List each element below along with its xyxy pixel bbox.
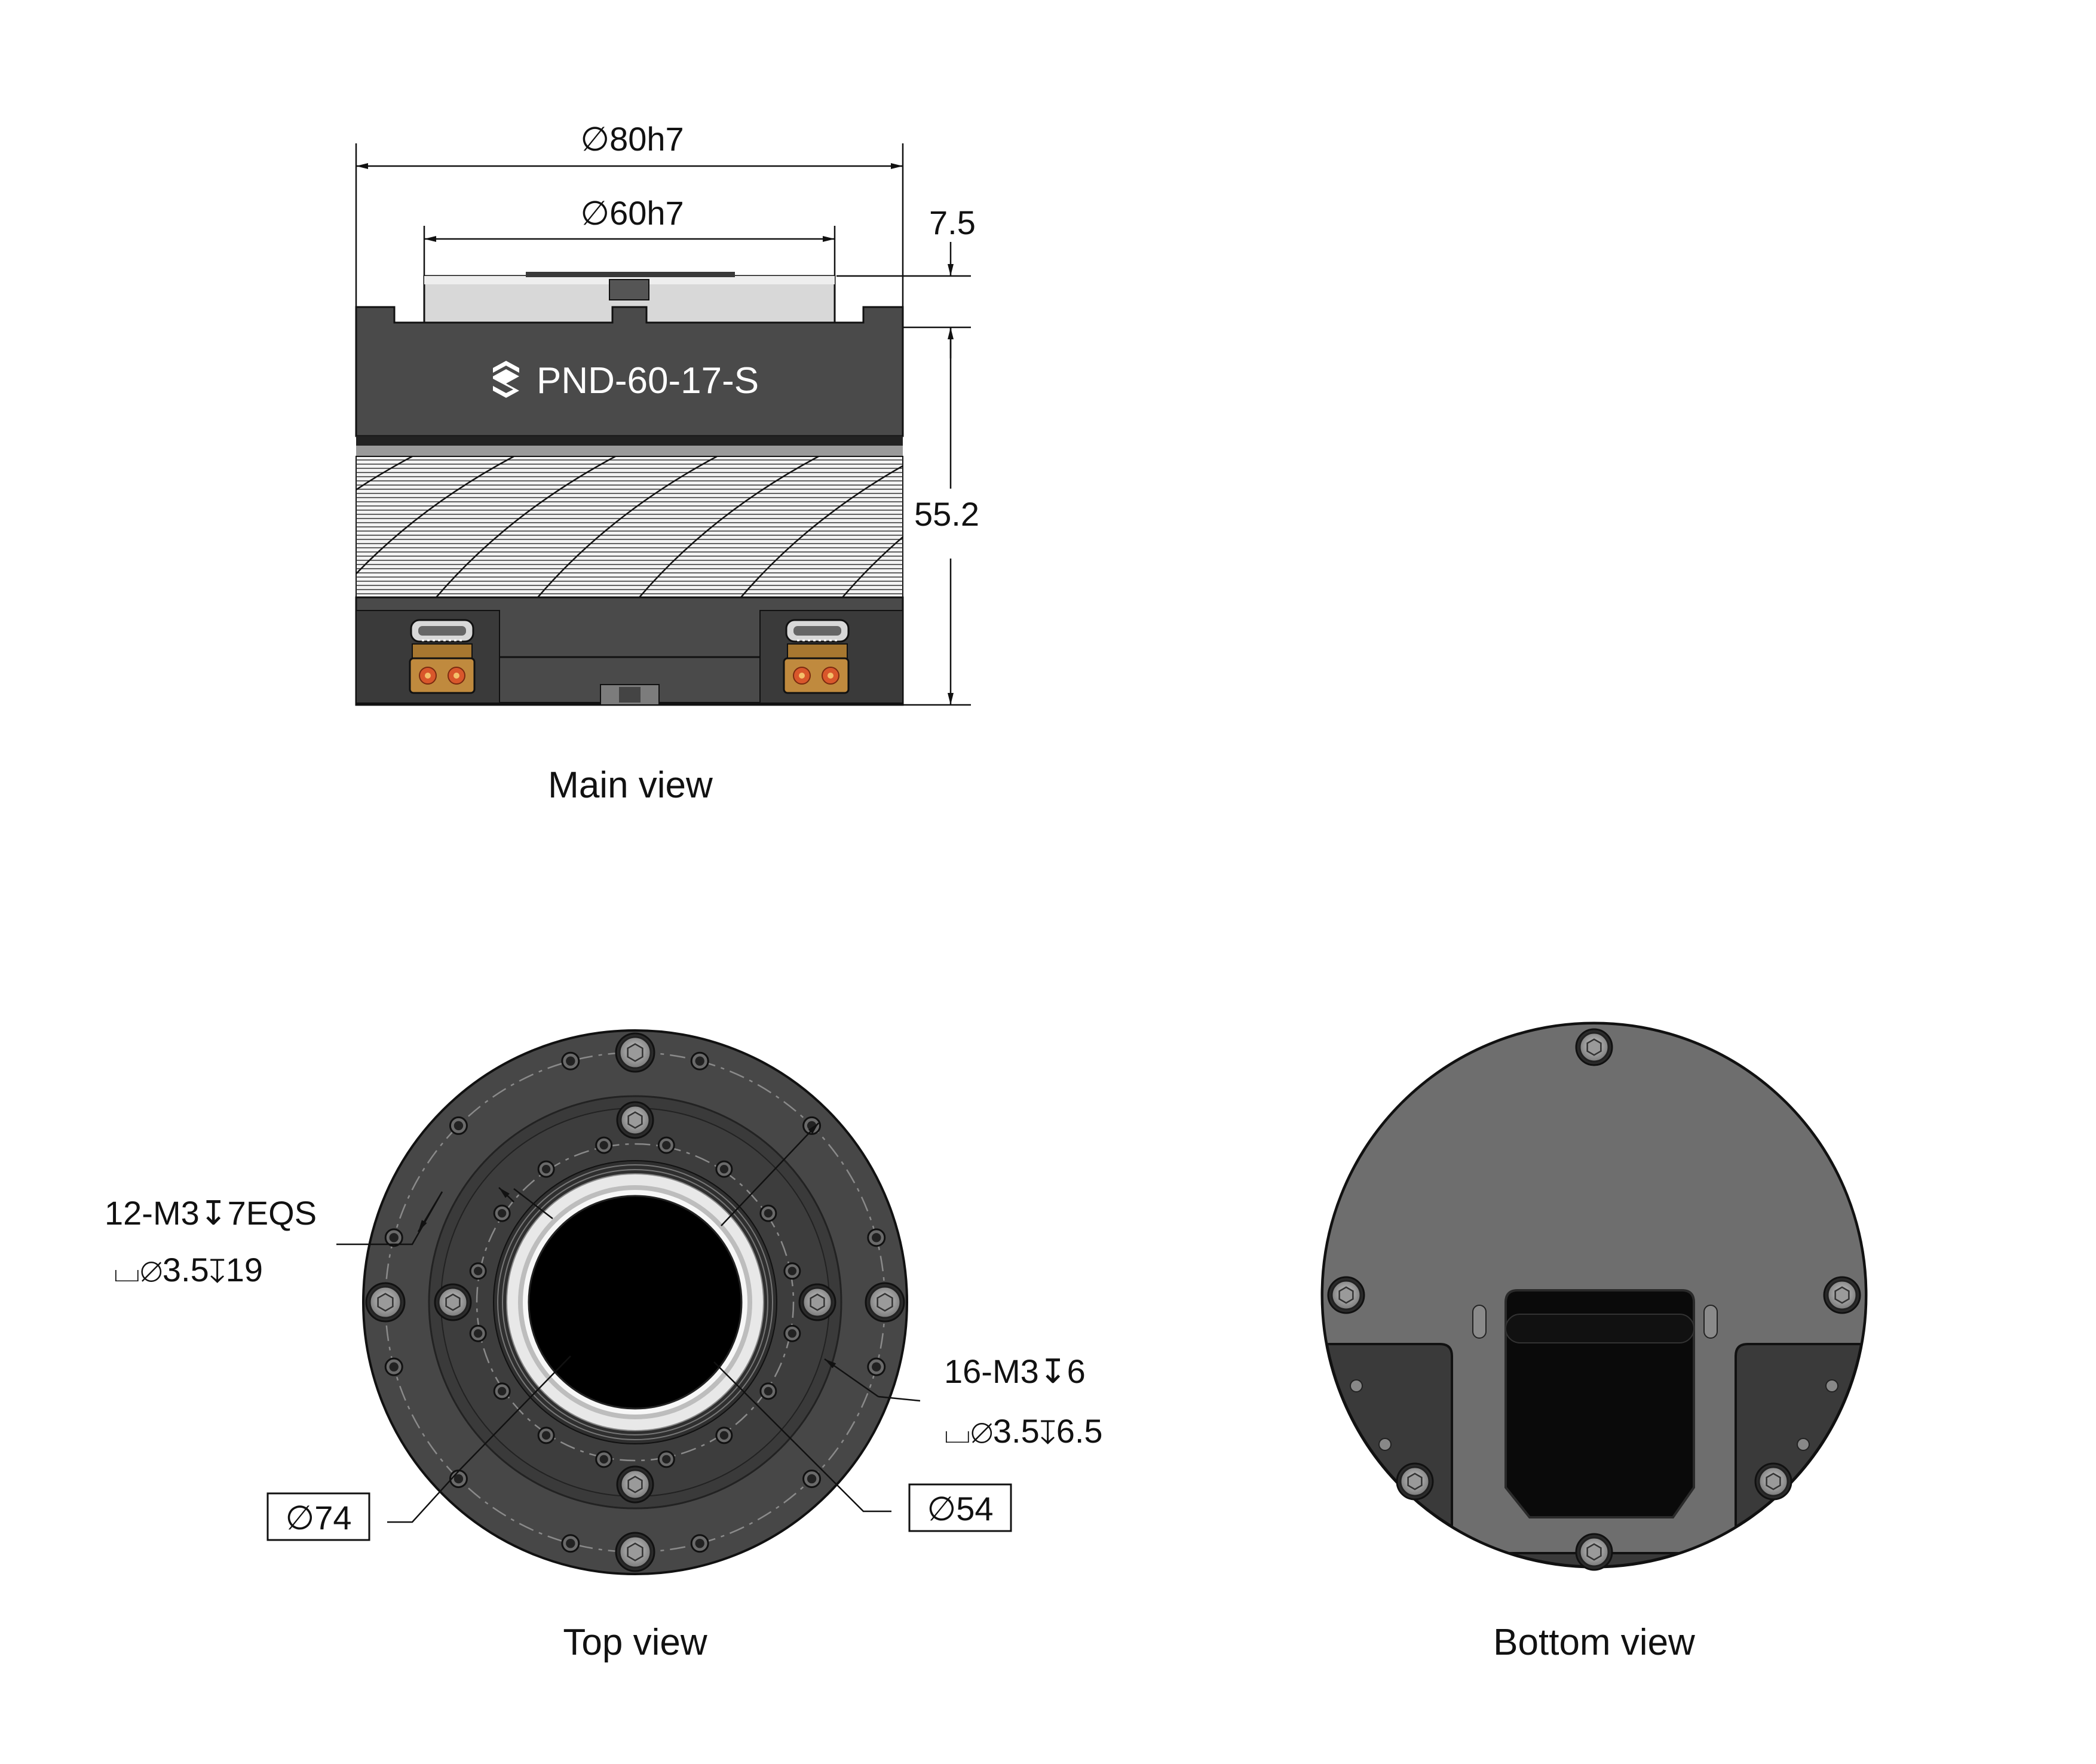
model-label: PND-60-17-S — [537, 360, 759, 401]
thread-hole — [449, 1116, 468, 1135]
hex-socket-screw-icon — [1754, 1462, 1792, 1501]
thread-hole — [469, 1324, 487, 1342]
outer-holes-spec-1: 12-M3↧7EQS — [105, 1194, 317, 1232]
center-bore — [528, 1195, 743, 1410]
thread-hole — [802, 1116, 822, 1135]
bolt-circle-outer-label: ∅74 — [285, 1499, 351, 1536]
thread-hole — [690, 1051, 709, 1070]
thread-hole — [384, 1357, 403, 1376]
cooling-fins — [356, 456, 903, 598]
hex-socket-screw-icon — [615, 1032, 655, 1073]
flange-diameter-label: ∅60h7 — [580, 194, 684, 232]
thread-hole — [493, 1204, 511, 1222]
power-connector-right — [783, 643, 850, 694]
inner-holes-spec-1: 16-M3↧6 — [944, 1352, 1086, 1390]
inner-holes-spec-2: ⌴∅3.5↧6.5 — [944, 1412, 1103, 1450]
inner-thread-holes — [469, 1136, 801, 1468]
hex-socket-screw-icon — [1823, 1276, 1861, 1314]
bottom-screws — [1327, 1028, 1861, 1571]
hex-socket-screw-icon — [1327, 1276, 1365, 1314]
hex-socket-screw-icon — [434, 1283, 472, 1321]
hex-socket-screw-icon — [865, 1282, 905, 1323]
thread-hole — [759, 1204, 777, 1222]
top-view: 12-M3↧7EQS ⌴∅3.5↧19 16-M3↧6 ⌴∅3.5↧6.5 ∅7… — [105, 1029, 1103, 1663]
thread-hole — [759, 1382, 777, 1400]
thread-hole — [783, 1324, 801, 1342]
flange-height-label: 7.5 — [929, 204, 976, 241]
thread-hole — [867, 1228, 886, 1247]
outer-diameter-label: ∅80h7 — [580, 120, 684, 158]
hex-socket-screw-icon — [798, 1283, 836, 1321]
brand-logo-icon — [493, 361, 519, 398]
thread-hole — [561, 1051, 580, 1070]
bottom-view-label: Bottom view — [1493, 1622, 1695, 1663]
power-connector-left — [409, 643, 476, 694]
thread-hole — [657, 1136, 675, 1154]
thread-hole — [493, 1382, 511, 1400]
thread-hole — [715, 1160, 733, 1178]
housing-screws — [365, 1032, 905, 1572]
hex-socket-screw-icon — [365, 1282, 406, 1323]
hex-socket-screw-icon — [616, 1465, 654, 1504]
thread-hole — [867, 1357, 886, 1376]
thread-hole — [469, 1262, 487, 1280]
thread-hole — [537, 1426, 555, 1444]
thread-hole — [657, 1450, 675, 1468]
thread-hole — [384, 1228, 403, 1247]
upper-housing — [355, 306, 904, 437]
bolt-circle-inner-label: ∅54 — [927, 1490, 993, 1527]
hex-socket-screw-icon — [1575, 1533, 1613, 1571]
thread-hole — [537, 1160, 555, 1178]
hex-socket-screw-icon — [615, 1532, 655, 1572]
thread-hole — [595, 1450, 613, 1468]
body-height-label: 55.2 — [914, 495, 979, 533]
main-view-label: Main view — [548, 765, 713, 806]
usb-port-right — [785, 619, 850, 643]
usb-port-left — [410, 619, 474, 643]
connector-window — [1504, 1289, 1695, 1518]
thread-hole — [595, 1136, 613, 1154]
hex-socket-screw-icon — [1575, 1028, 1613, 1066]
top-view-label: Top view — [563, 1622, 707, 1663]
thread-hole — [715, 1426, 733, 1444]
hex-socket-screw-icon — [616, 1101, 654, 1139]
thread-hole — [561, 1534, 580, 1553]
main-view: PND-60-17-S — [355, 120, 979, 806]
thread-hole — [690, 1534, 709, 1553]
bottom-view: Bottom view — [1320, 1021, 1868, 1663]
thread-hole — [802, 1470, 822, 1489]
outer-holes-spec-2: ⌴∅3.5↧19 — [114, 1251, 263, 1289]
thread-hole — [449, 1470, 468, 1489]
hex-socket-screw-icon — [1396, 1462, 1434, 1501]
thread-hole — [783, 1262, 801, 1280]
